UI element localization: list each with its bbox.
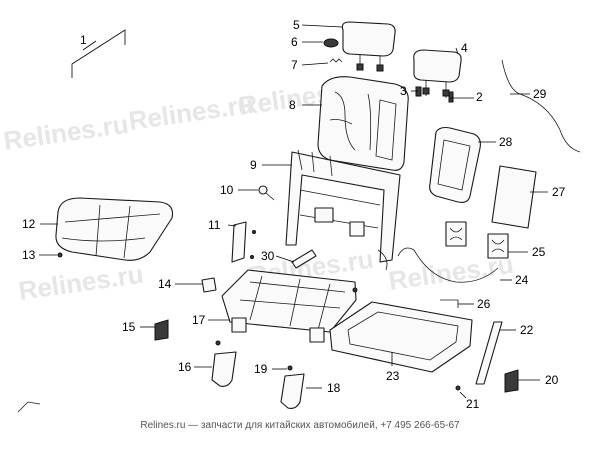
- part-15-cover[interactable]: [154, 319, 169, 341]
- callout-4: 4: [461, 41, 468, 55]
- footer-caption: Relines.ru — запчасти для китайских авто…: [140, 420, 460, 431]
- part-10-bolt[interactable]: [258, 185, 275, 201]
- callout-11: 11: [208, 218, 221, 232]
- callout-24: 24: [515, 273, 529, 287]
- part-7-spring[interactable]: [329, 58, 343, 63]
- part-11-hinge-cover[interactable]: [231, 221, 256, 263]
- callout-29: 29: [533, 87, 547, 101]
- callout-16: 16: [178, 360, 192, 374]
- part-4-headrest[interactable]: [413, 49, 462, 98]
- part-25-latch[interactable]: [445, 221, 509, 259]
- part-13-clip[interactable]: [57, 252, 63, 258]
- part-27-back-panel[interactable]: [491, 165, 537, 229]
- part-19-screw[interactable]: [287, 365, 293, 371]
- part-28-armrest[interactable]: [429, 126, 481, 203]
- part-26-hook[interactable]: [440, 299, 459, 308]
- callout-25: 25: [532, 245, 546, 259]
- callout-7: 7: [291, 58, 298, 72]
- callout-6: 6: [291, 35, 298, 49]
- callout-17: 17: [192, 313, 206, 327]
- callout-27: 27: [552, 185, 566, 199]
- part-20-clip[interactable]: [504, 369, 519, 393]
- part-5-headrest[interactable]: [341, 21, 396, 72]
- callout-2: 2: [476, 90, 483, 104]
- callout-26: 26: [477, 297, 491, 311]
- part-22-side-trim[interactable]: [475, 321, 503, 385]
- part-30-strap[interactable]: [291, 249, 317, 269]
- callout-3: 3: [400, 84, 407, 98]
- callout-21: 21: [466, 397, 480, 411]
- leader-lines: [39, 24, 548, 399]
- part-6-cap[interactable]: [323, 38, 339, 48]
- part-2-guide[interactable]: [448, 91, 454, 103]
- part-3-guide[interactable]: [415, 86, 422, 97]
- callout-5: 5: [293, 18, 300, 32]
- part-29-cable[interactable]: [501, 59, 581, 153]
- part-24-cable[interactable]: [397, 247, 499, 283]
- part-9-seatback-frame[interactable]: [285, 149, 401, 271]
- part-16-foot-cover[interactable]: [211, 340, 237, 387]
- part-17-cushion-frame[interactable]: [221, 269, 358, 343]
- callout-12: 12: [22, 217, 36, 231]
- callout-14: 14: [158, 277, 172, 291]
- callout-13: 13: [22, 248, 36, 262]
- callout-8: 8: [289, 98, 296, 112]
- part-12-seat-cushion[interactable]: [55, 197, 174, 261]
- callout-9: 9: [250, 158, 257, 172]
- callout-18: 18: [327, 381, 341, 395]
- callout-10: 10: [220, 183, 234, 197]
- callout-30: 30: [261, 249, 275, 263]
- callout-23: 23: [386, 369, 400, 383]
- callout-15: 15: [122, 320, 136, 334]
- watermark-4: Relines.ru: [17, 259, 146, 306]
- part-18-foot-cover[interactable]: [280, 373, 305, 409]
- part-8-seatback-cover[interactable]: [317, 76, 409, 171]
- callout-19: 19: [254, 362, 268, 376]
- callout-labels: 1 2 3 4 5 6 7 8 9 10 11 12 13 14 15 16 1…: [22, 18, 566, 411]
- part-edge-fragment: [17, 401, 41, 413]
- part-23-bottom-tray[interactable]: [329, 301, 473, 373]
- part-21-screw[interactable]: [455, 385, 461, 391]
- callout-28: 28: [499, 135, 513, 149]
- callout-22: 22: [520, 323, 534, 337]
- part-1-bracket: [71, 29, 126, 78]
- callout-20: 20: [545, 373, 559, 387]
- watermark-1: Relines.ru: [2, 109, 131, 156]
- callout-1: 1: [80, 33, 87, 47]
- part-14-bracket[interactable]: [201, 277, 217, 293]
- watermark-2: Relines.ru: [127, 89, 256, 136]
